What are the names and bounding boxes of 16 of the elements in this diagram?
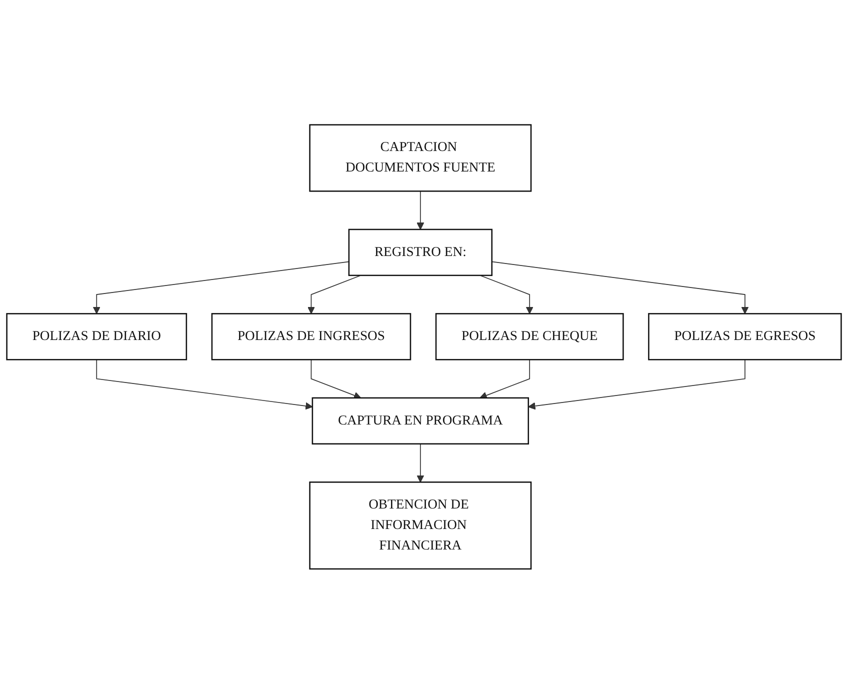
node-box: CAPTURA EN PROGRAMA — [312, 397, 530, 445]
arrow — [92, 261, 350, 314]
node-box: POLIZAS DE INGRESOS — [211, 313, 412, 360]
arrow — [491, 261, 749, 314]
node-box: POLIZAS DE CHEQUE — [435, 313, 624, 360]
arrow — [96, 359, 313, 410]
arrow — [310, 359, 362, 400]
arrow — [416, 190, 424, 230]
node-box: POLIZAS DE DIARIO — [6, 313, 188, 360]
arrow — [416, 444, 424, 483]
node-box: OBTENCION DE INFORMACION FINANCIERA — [309, 482, 532, 570]
arrow — [480, 359, 530, 400]
node-box: REGISTRO EN: — [348, 228, 492, 276]
arrow — [528, 359, 746, 410]
node-box: POLIZAS DE EGRESOS — [648, 313, 842, 360]
node-box: CAPTACION DOCUMENTOS FUENTE — [309, 124, 532, 192]
